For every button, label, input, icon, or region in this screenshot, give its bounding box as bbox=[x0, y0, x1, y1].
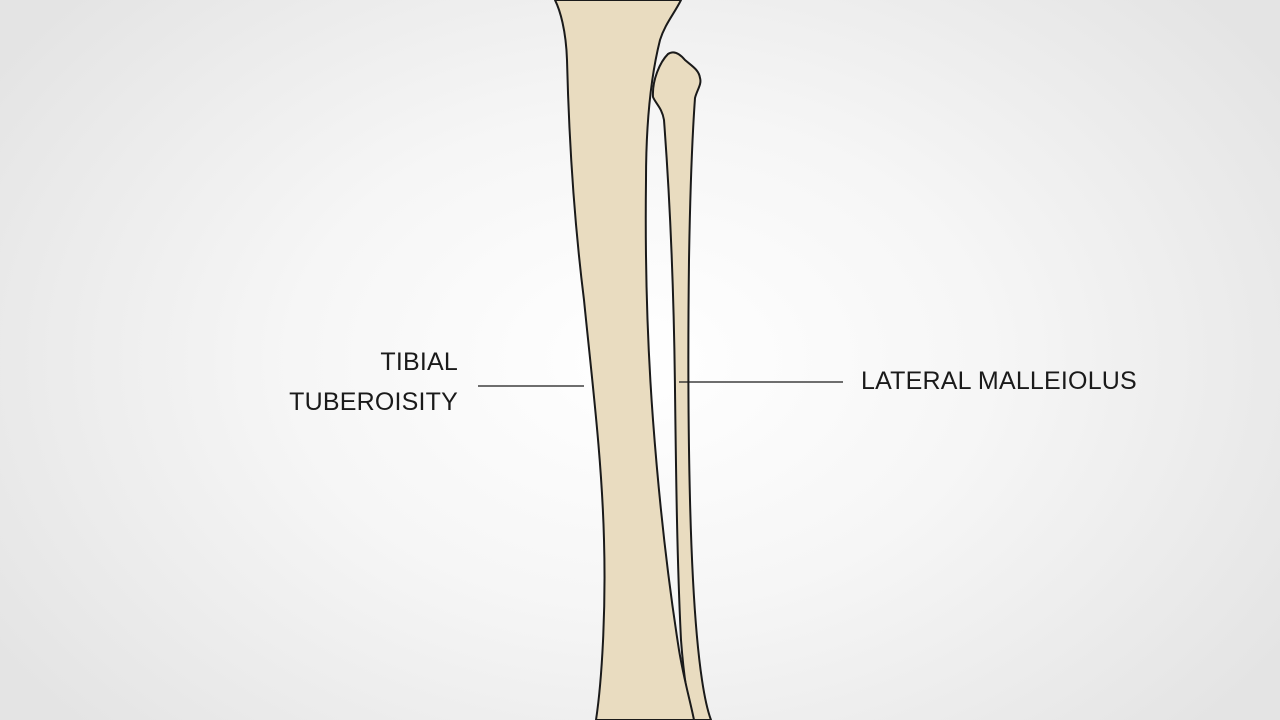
tibial-tuberosity-label-line1: TIBIAL bbox=[380, 348, 458, 376]
lateral-malleolus-label: LATERAL MALLEIOLUS bbox=[861, 361, 1137, 401]
tibial-tuberosity-label-line2: TUBEROISITY bbox=[289, 388, 458, 416]
lateral-malleolus-label-text: LATERAL MALLEIOLUS bbox=[861, 367, 1137, 395]
tibia-bone bbox=[554, 0, 695, 720]
tibial-tuberosity-label: TIBIAL TUBEROISITY bbox=[289, 342, 458, 422]
fibula-bone bbox=[651, 51, 712, 720]
